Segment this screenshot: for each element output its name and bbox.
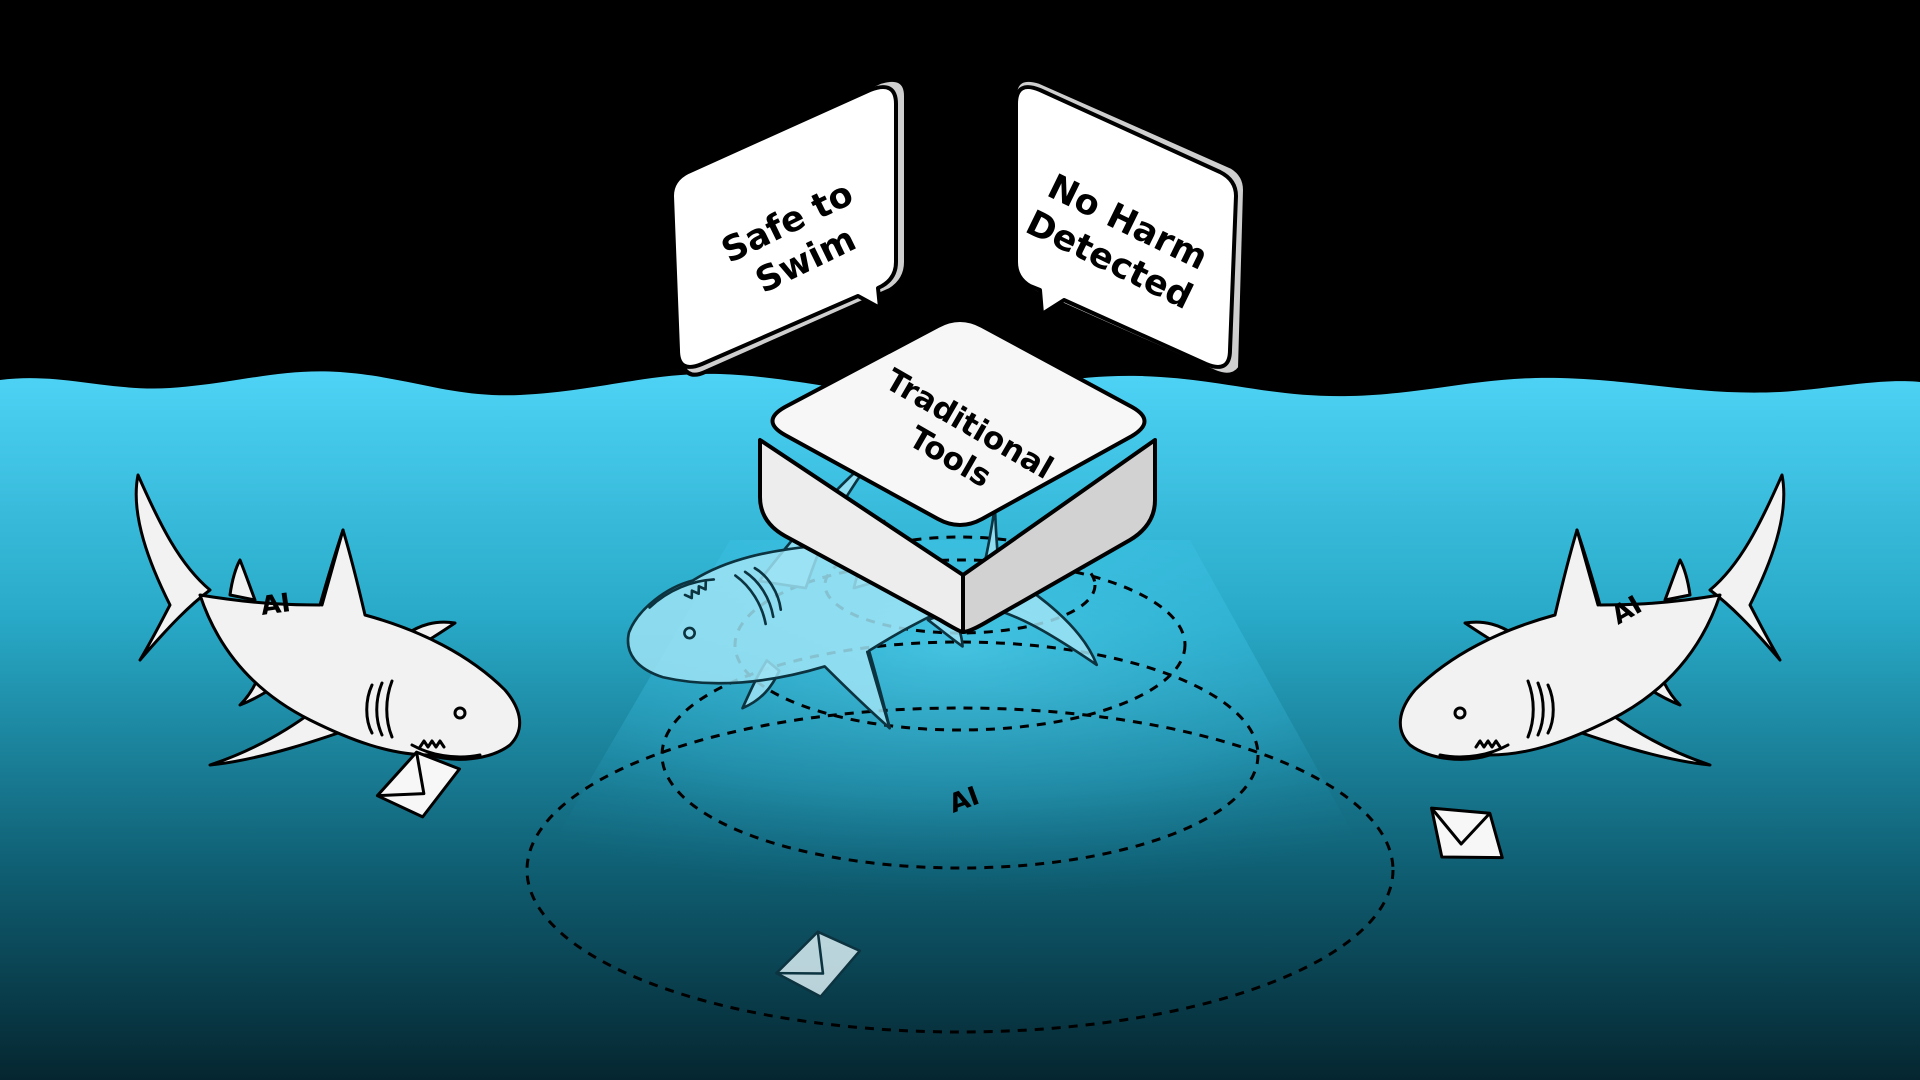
safe-to-swim-bubble (670, 77, 908, 377)
traditional-tools-box (758, 318, 1157, 634)
left-shark-label: AI (259, 588, 293, 622)
scan-ring-small (823, 535, 1097, 635)
scan-ring-large (660, 640, 1260, 870)
no-harm-detected-bubble (1013, 77, 1247, 377)
scan-ring-xlarge (525, 706, 1395, 1034)
